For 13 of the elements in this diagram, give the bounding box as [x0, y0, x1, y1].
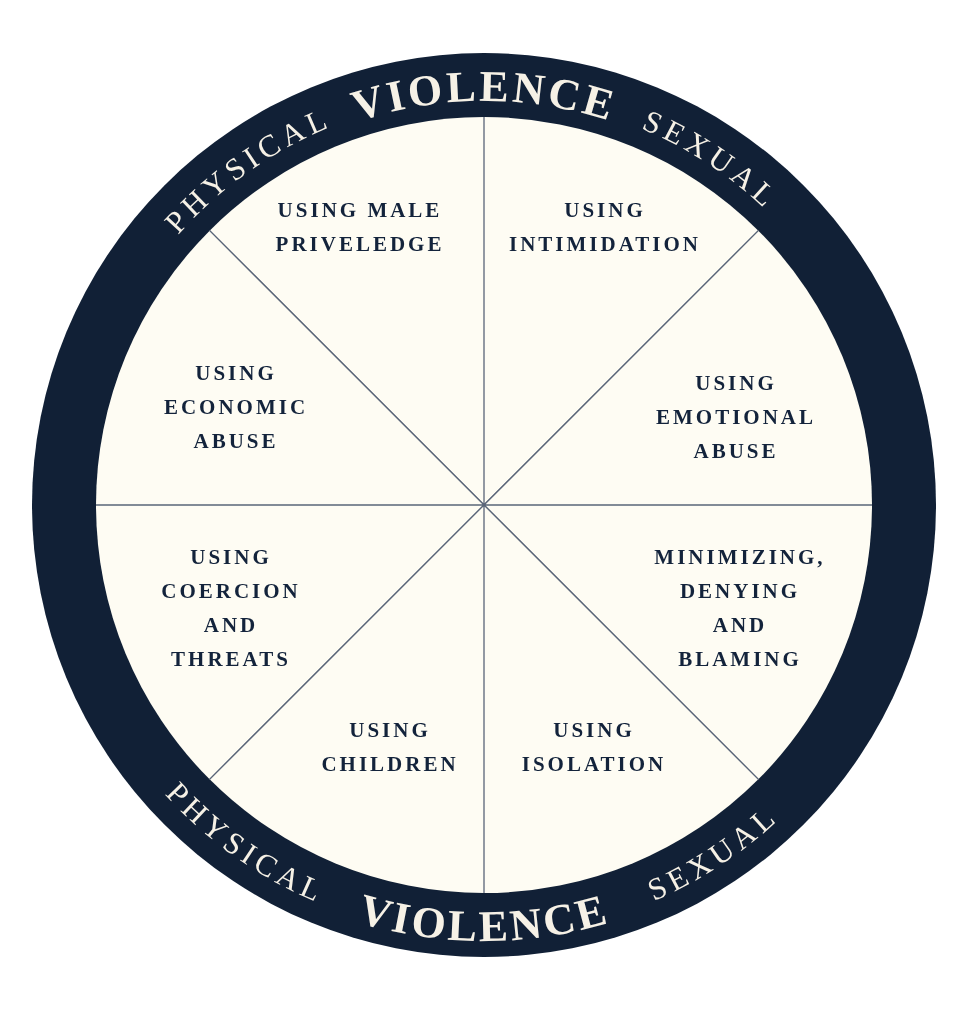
sector-label: USING CHILDREN: [320, 717, 460, 778]
sector-label: USING COERCION AND THREATS: [160, 544, 302, 673]
sector-label: USING INTIMIDATION: [508, 198, 701, 258]
outer-ring: [32, 53, 936, 957]
ring-text: VIOLENCE: [346, 61, 623, 131]
wheel-sector: [484, 505, 872, 780]
sector-label: USING ISOLATION: [520, 717, 668, 778]
sector-label: USING EMOTIONAL ABUSE: [655, 370, 817, 465]
sector-label: USING ECONOMIC ABUSE: [162, 360, 310, 455]
sector-label: MINIMIZING, DENYING AND BLAMING: [653, 544, 827, 673]
wheel-sector: [484, 230, 872, 505]
ring-text: VIOLENCE: [353, 884, 615, 952]
wheel-sector: [96, 505, 484, 780]
